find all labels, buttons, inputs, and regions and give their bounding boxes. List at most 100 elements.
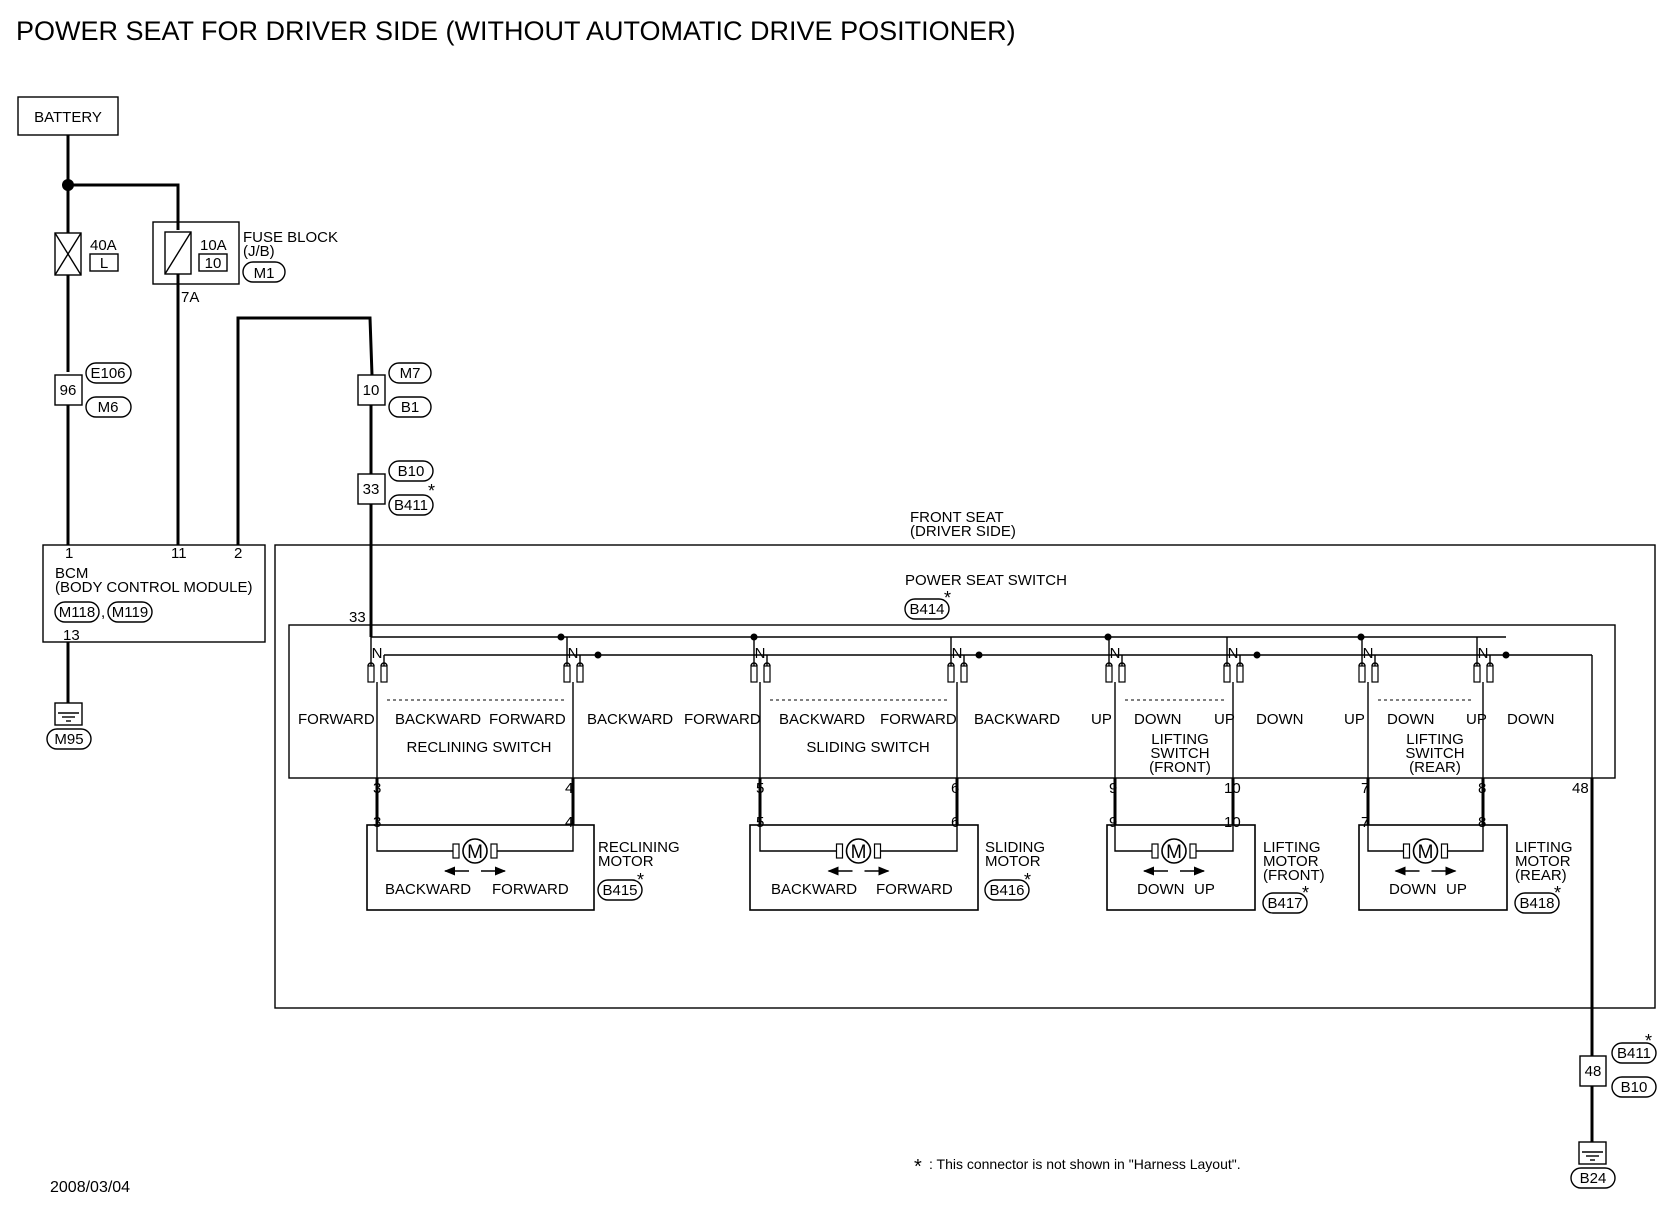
- bus-splice-dot: [1502, 651, 1510, 659]
- motor-symbol-label: M: [851, 842, 867, 863]
- reclining-backward-label: BACKWARD: [395, 711, 481, 728]
- switch-lever-right: [1118, 665, 1126, 683]
- switch-pivot: [1473, 662, 1481, 667]
- switch-lever-right: [1236, 665, 1244, 683]
- motor-lead-b: [880, 825, 958, 852]
- motor-housing: [749, 824, 979, 911]
- switch-neutral-label: N: [755, 645, 766, 662]
- switch-lever-right: [763, 665, 771, 683]
- switch-neutral-label: N: [952, 645, 963, 662]
- switch-pivot: [750, 662, 758, 667]
- sliding-motor-forward: FORWARD: [876, 881, 953, 898]
- switch-pivot: [1236, 662, 1244, 667]
- lift-rear-motor-down: DOWN: [1389, 881, 1437, 898]
- switch-lever-right: [1371, 665, 1379, 683]
- pin-9-bottom: 9: [1109, 814, 1117, 831]
- lift-front-motor-up: UP: [1194, 881, 1215, 898]
- power-seat-switch-star: *: [944, 588, 951, 608]
- fuse-block-sublabel: (J/B): [243, 243, 275, 260]
- fuse-10a-pin: 7A: [181, 289, 199, 306]
- switch-pivot: [1358, 662, 1366, 667]
- front-seat-label: FRONT SEAT: [910, 509, 1004, 526]
- reclining-motor-label-2: MOTOR: [598, 853, 654, 870]
- switch-lever-right: [380, 665, 388, 683]
- connector-m7: M7: [400, 365, 421, 382]
- motor-lead-a: [759, 825, 837, 852]
- reclining-motor: M: [366, 778, 595, 911]
- switch-pivot: [947, 662, 955, 667]
- lift-front-motor-label-1: LIFTING: [1263, 839, 1321, 856]
- motor-brush-right: [490, 843, 498, 859]
- reclining-forward2-label: FORWARD: [489, 711, 566, 728]
- connector-b411-star: *: [1645, 1031, 1652, 1051]
- lift-front-motor-label-3: (FRONT): [1263, 867, 1325, 884]
- motor-brush-left: [452, 843, 460, 859]
- bcm-connector-sep: ,: [101, 604, 105, 621]
- sliding-motor: M: [749, 778, 979, 911]
- lift-front-up2-label: UP: [1214, 711, 1235, 728]
- motor-lead-b: [1447, 825, 1484, 852]
- lift-front-motor-label-2: MOTOR: [1263, 853, 1319, 870]
- lift-front-down-label: DOWN: [1134, 711, 1182, 728]
- power-seat-switch-label: POWER SEAT SWITCH: [905, 572, 1067, 589]
- connector-96: 96 E106 M6: [54, 362, 132, 418]
- switch-pivot: [960, 662, 968, 667]
- pin-7-top: 7: [1361, 780, 1369, 797]
- sliding-forward2-label: FORWARD: [880, 711, 957, 728]
- connector-b1: B1: [401, 399, 419, 416]
- pin-4-top: 4: [565, 780, 573, 797]
- fusible-link-40a: 40A L: [54, 232, 119, 276]
- switch-lever-left: [1105, 665, 1113, 683]
- switch-lever-left: [1473, 665, 1481, 683]
- sliding-switch-name: SLIDING SWITCH: [806, 739, 929, 756]
- lift-rear-down2-label: DOWN: [1507, 711, 1555, 728]
- bus-splice-dot: [750, 633, 758, 641]
- motor-lead-a: [1114, 825, 1152, 852]
- lift-rear-up-label: UP: [1344, 711, 1365, 728]
- switch-neutral-label: N: [1110, 645, 1121, 662]
- lift-front-up-label: UP: [1091, 711, 1112, 728]
- pin-6-top: 6: [951, 780, 959, 797]
- reclining-motor-backward: BACKWARD: [385, 881, 471, 898]
- bus-splice-dot: [975, 651, 983, 659]
- sliding-motor-backward: BACKWARD: [771, 881, 857, 898]
- revision-date: 2008/03/04: [50, 1179, 130, 1196]
- bcm-connector-m118: M118: [59, 604, 95, 621]
- bus-splice-dot: [1104, 633, 1112, 641]
- connector-b415: B415: [602, 882, 637, 899]
- lift-front-motor-down: DOWN: [1137, 881, 1185, 898]
- motor-symbol-icon: [462, 838, 488, 864]
- switch-pivot: [1105, 662, 1113, 667]
- page-title: POWER SEAT FOR DRIVER SIDE (WITHOUT AUTO…: [16, 16, 1016, 46]
- sliding-forward-label: FORWARD: [684, 711, 761, 728]
- ground-m95-label: M95: [54, 731, 83, 748]
- switch-pivot: [1223, 662, 1231, 667]
- switch-pivot: [380, 662, 388, 667]
- bcm-pin-2: 2: [234, 545, 242, 562]
- connector-star: *: [428, 481, 435, 501]
- battery-label: BATTERY: [34, 109, 102, 126]
- power-seat-switch-connector: B414: [909, 601, 944, 618]
- pin-4-bottom: 4: [565, 814, 573, 831]
- lift-rear-motor-label-1: LIFTING: [1515, 839, 1573, 856]
- bcm-label: BCM: [55, 565, 88, 582]
- fuse-10a-code: 10: [205, 255, 222, 272]
- lift-rear-name-3: (REAR): [1409, 759, 1461, 776]
- lift-rear-motor-up: UP: [1446, 881, 1467, 898]
- motor-brush-left: [1402, 843, 1411, 859]
- power-seat-switch: POWER SEAT SWITCH B414 * 33 48: [288, 572, 1616, 797]
- sliding-motor-label-1: SLIDING: [985, 839, 1045, 856]
- lift-front-name-3: (FRONT): [1149, 759, 1211, 776]
- reclining-forward-label: FORWARD: [298, 711, 375, 728]
- switch-lever-left: [1223, 665, 1231, 683]
- connector-e106: E106: [90, 365, 125, 382]
- lift-front-name-2: SWITCH: [1150, 745, 1209, 762]
- motor-lead-a: [376, 825, 453, 852]
- reclining-motor-forward: FORWARD: [492, 881, 569, 898]
- bus-splice-dot: [1357, 633, 1365, 641]
- motor-symbol-icon: [1412, 838, 1439, 864]
